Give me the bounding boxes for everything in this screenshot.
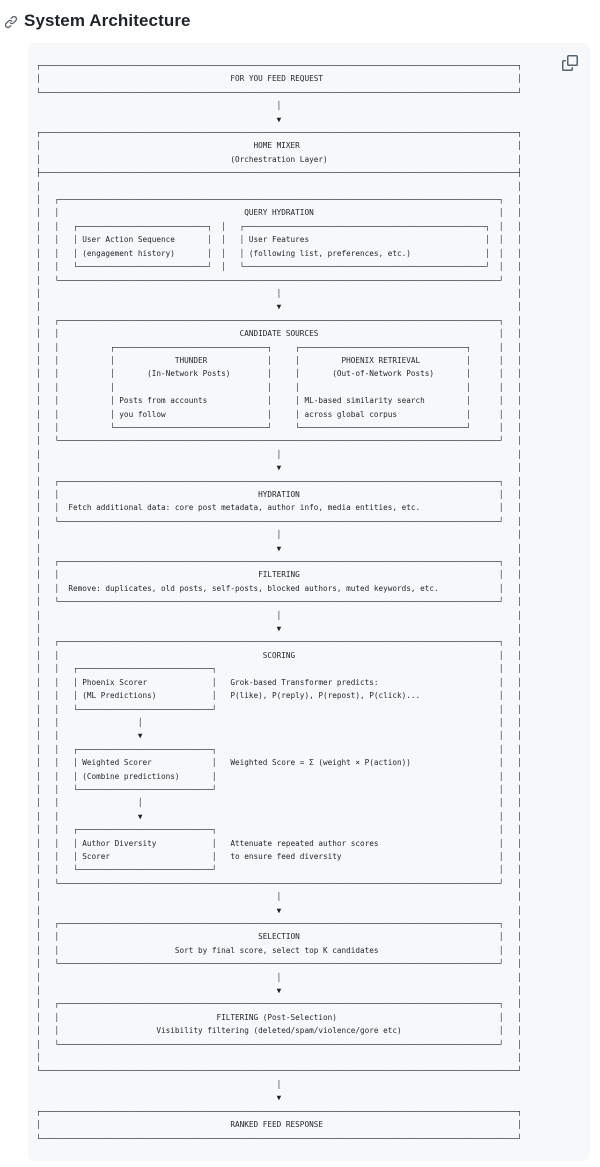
page-title-text: System Architecture bbox=[24, 11, 191, 30]
copy-icon bbox=[562, 55, 578, 71]
ascii-architecture-diagram: ┌───────────────────────────────────────… bbox=[36, 61, 522, 1143]
link-icon[interactable] bbox=[4, 13, 18, 35]
page-title: System Architecture bbox=[4, 10, 600, 32]
copy-button[interactable] bbox=[558, 51, 582, 75]
code-block: ┌───────────────────────────────────────… bbox=[28, 43, 590, 1161]
